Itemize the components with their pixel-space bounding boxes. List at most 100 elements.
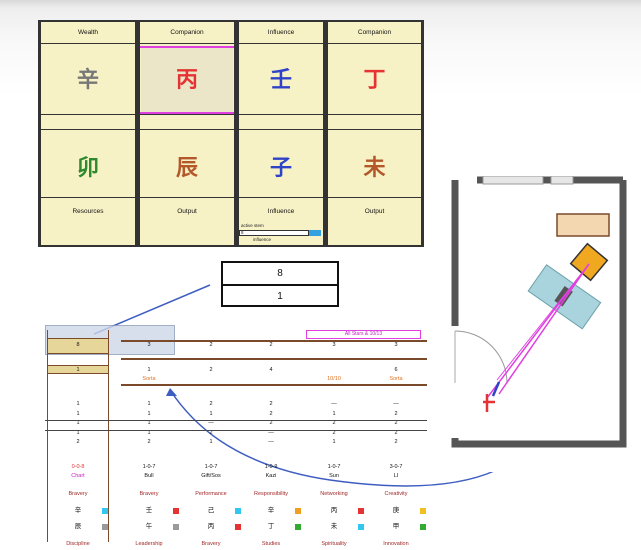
window: [482, 176, 544, 185]
trait-label: Networking: [320, 491, 348, 497]
color-swatch: [358, 524, 364, 530]
arrow-head-icon: [166, 388, 177, 396]
direction-line: [496, 263, 590, 381]
row2-label-cell: [47, 365, 109, 374]
number-top: 8: [277, 268, 283, 279]
trait-char: 辛: [74, 507, 82, 514]
influence-value: 8: [241, 230, 244, 235]
grid-cell: 1: [76, 401, 80, 407]
code-sub: Gift/Sos: [201, 473, 221, 479]
trait-label: Creativity: [384, 491, 408, 497]
branch-char: 辰: [175, 156, 198, 181]
grid-cell: 2: [269, 401, 273, 407]
branch-char: 卯: [76, 156, 99, 181]
table-rule: [121, 384, 427, 386]
row1-cell: 3: [147, 342, 151, 348]
color-swatch: [102, 508, 108, 514]
grid-cell: —: [268, 429, 274, 436]
trait-char: 辛: [267, 507, 275, 514]
grid-cell: 2: [147, 439, 151, 445]
column-divider: [235, 22, 238, 245]
influence-swatch: [309, 230, 321, 236]
row-divider: [41, 197, 135, 198]
influence-note: active stem: [241, 223, 264, 228]
grid-rule: [45, 420, 427, 421]
row1-cell: 2: [209, 342, 213, 348]
marker-blue: [491, 381, 501, 397]
number-box: 8 1: [221, 261, 339, 307]
trait-label: Discipline: [66, 541, 90, 547]
pillar-month: Companion 丙 辰 Output: [139, 22, 235, 245]
grid-cell: 2: [209, 401, 213, 407]
trait-char: 午: [145, 523, 153, 530]
column-divider: [136, 22, 139, 245]
nightstand: [569, 242, 609, 282]
highlight-line: [140, 112, 234, 114]
color-swatch: [173, 508, 179, 514]
grid-cell: 1: [332, 439, 336, 445]
grid-cell: —: [331, 401, 337, 407]
grid-cell: 2: [269, 420, 273, 426]
influence-label: influence: [253, 237, 272, 242]
trait-char: 壬: [145, 507, 153, 514]
color-swatch: [358, 508, 364, 514]
stem-char: 丁: [363, 68, 386, 93]
grid-cell: 1: [147, 420, 151, 426]
grid-cell: 2: [394, 410, 398, 417]
code-cell: 1-0-7: [204, 464, 218, 470]
trait-label: Performance: [195, 491, 227, 497]
title-badge: All Stars & 10/13: [306, 330, 421, 339]
trait-label: Leadership: [135, 541, 163, 547]
influence-bar: [239, 230, 309, 236]
grid-cell: 2: [332, 420, 336, 426]
trait-char: 辰: [74, 523, 82, 530]
desk: [556, 213, 610, 237]
code-sub: Bull: [144, 473, 154, 479]
floor-plan: [447, 176, 631, 472]
row2-cell: 4: [269, 367, 273, 373]
row-divider: [140, 197, 234, 198]
grid-cell: 1: [332, 410, 336, 417]
stem-char: 壬: [269, 68, 292, 93]
row2-label: Sorta: [389, 376, 403, 382]
row2-label: Sorta: [142, 376, 156, 382]
trait-char: 丙: [207, 523, 215, 530]
color-swatch: [295, 508, 301, 514]
row-divider: [328, 197, 421, 198]
row2-label: 10/10: [327, 376, 341, 382]
code-sub: Chart: [71, 473, 85, 479]
color-swatch: [102, 524, 108, 530]
grid-cell: 2: [76, 439, 80, 445]
grid-rule: [45, 430, 427, 431]
pillar-year: Wealth 辛 卯 Resources: [40, 22, 136, 245]
row-divider: [328, 114, 421, 130]
grid-cell: 1: [76, 429, 80, 436]
window: [550, 176, 574, 185]
pillar-footer: Output: [177, 208, 197, 215]
stem-char: 辛: [76, 68, 99, 93]
direction-line: [498, 263, 590, 395]
grid-cell: 2: [394, 429, 398, 436]
row1-cell: 3: [332, 342, 336, 348]
code-cell: 1-0-7: [327, 464, 341, 470]
grid-cell: 1: [76, 420, 80, 426]
table-rule: [121, 358, 427, 360]
highlight-shade: [141, 48, 233, 114]
color-swatch: [420, 508, 426, 514]
bazi-chart: Wealth 辛 卯 Resources Companion 丙 辰 Outpu…: [38, 20, 424, 247]
trait-char: 庚: [392, 507, 400, 514]
trait-char: 丁: [267, 523, 275, 530]
trait-label: Spirituality: [321, 541, 347, 547]
first-column-frame: [47, 330, 109, 542]
grid-cell: 2: [394, 439, 398, 445]
pillar-hour: Companion 丁 未 Output: [327, 22, 422, 245]
column-divider: [324, 22, 327, 245]
branch-char: 未: [363, 156, 386, 181]
row-divider: [239, 197, 323, 198]
grid-cell: 2: [394, 420, 398, 426]
table-rule: [121, 340, 427, 342]
color-swatch: [173, 524, 179, 530]
grid-cell: 1: [147, 429, 151, 436]
row-divider: [239, 114, 323, 130]
wall-outer: [451, 180, 627, 448]
